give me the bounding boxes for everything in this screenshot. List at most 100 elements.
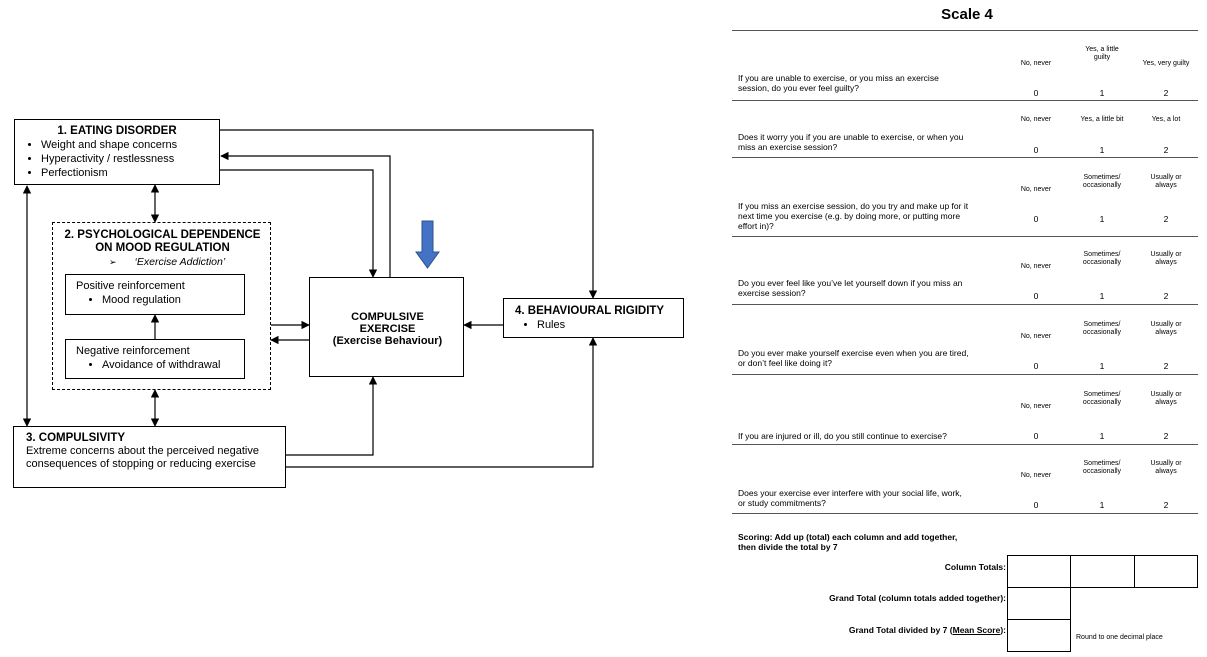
eating-disorder-item: Perfectionism	[41, 166, 215, 180]
question-line: If you miss an exercise session, do you …	[738, 201, 969, 211]
positive-reinforcement-label: Positive reinforcement	[76, 280, 185, 292]
mean-score-label-emphasis: Mean Score	[952, 625, 1001, 635]
option-line: No, never	[1020, 263, 1052, 270]
option-label: Sometimes/occasionally	[1070, 321, 1134, 337]
option-label: No, never	[1004, 116, 1068, 124]
option-label: Sometimes/occasionally	[1070, 174, 1134, 190]
scoring-line: Scoring: Add up (total) each column and …	[738, 532, 958, 542]
option-label: Yes, very guilty	[1134, 60, 1198, 68]
question-line: Does your exercise ever interfere with y…	[738, 488, 962, 498]
divider	[732, 444, 1198, 445]
question-line: Does it worry you if you are unable to e…	[738, 132, 964, 142]
mean-score-label-prefix: Grand Total divided by 7 (	[848, 625, 953, 635]
column-total-box[interactable]	[1134, 555, 1198, 588]
scale-title: Scale 4	[941, 6, 993, 23]
option-line: always	[1155, 182, 1177, 189]
score-value: 0	[1033, 291, 1039, 301]
option-label: No, never	[1004, 263, 1068, 271]
compulsive-exercise-box: COMPULSIVE EXERCISE (Exercise Behaviour)	[309, 277, 464, 377]
score-value: 2	[1163, 431, 1169, 441]
behavioural-rigidity-title: 4. BEHAVIOURAL RIGIDITY	[515, 305, 665, 317]
divider	[732, 236, 1198, 237]
score-value: 1	[1099, 361, 1105, 371]
score-value: 0	[1033, 88, 1039, 98]
option-line: Usually or	[1150, 391, 1182, 398]
mean-score-box[interactable]	[1007, 619, 1071, 652]
arrow-compulsivity-to-ce	[286, 376, 378, 456]
divider	[732, 513, 1198, 514]
option-label: No, never	[1004, 403, 1068, 411]
option-line: occasionally	[1082, 468, 1122, 475]
option-line: Yes, a lot	[1151, 116, 1181, 123]
question-line: effort in)?	[738, 221, 774, 231]
grand-total-box[interactable]	[1007, 587, 1071, 620]
option-line: No, never	[1020, 472, 1052, 479]
score-value: 1	[1099, 431, 1105, 441]
compulsive-exercise-diagram: 1. EATING DISORDER Weight and shape conc…	[0, 0, 700, 657]
divider	[732, 100, 1198, 101]
question-text: Do you ever make yourself exercise even …	[738, 348, 1003, 368]
question-line: Do you ever make yourself exercise even …	[738, 348, 969, 358]
divider	[732, 30, 1198, 31]
question-line: If you are injured or ill, do you still …	[738, 431, 947, 441]
question-line: next time you exercise (e.g. by doing mo…	[738, 211, 961, 221]
behavioural-rigidity-box: 4. BEHAVIOURAL RIGIDITY Rules	[503, 298, 684, 338]
arrow-ed-to-rigidity	[220, 129, 598, 299]
grand-total-label: Grand Total (column totals added togethe…	[829, 593, 1006, 603]
compulsive-exercise-line1: COMPULSIVE	[351, 311, 424, 323]
option-line: occasionally	[1082, 259, 1122, 266]
compulsivity-text-line1: Extreme concerns about the perceived neg…	[26, 445, 259, 457]
option-label: Yes, a lot	[1134, 116, 1198, 124]
mean-score-label-suffix: ):	[1000, 625, 1006, 635]
option-label: No, never	[1004, 333, 1068, 341]
column-total-box[interactable]	[1007, 555, 1071, 588]
option-label: Sometimes/occasionally	[1070, 391, 1134, 407]
round-note: Round to one decimal place	[1076, 634, 1163, 641]
question-text: If you miss an exercise session, do you …	[738, 201, 1003, 231]
eating-disorder-box: 1. EATING DISORDER Weight and shape conc…	[14, 119, 220, 185]
option-line: always	[1155, 329, 1177, 336]
compulsive-exercise-label: COMPULSIVE EXERCISE (Exercise Behaviour)	[310, 311, 465, 347]
option-label: No, never	[1004, 472, 1068, 480]
column-total-box[interactable]	[1070, 555, 1135, 588]
eating-disorder-item: Weight and shape concerns	[41, 138, 215, 152]
compulsivity-title: 3. COMPULSIVITY	[26, 432, 126, 444]
option-line: Sometimes/	[1083, 321, 1121, 328]
option-line: Sometimes/	[1083, 174, 1121, 181]
option-line: No, never	[1020, 60, 1052, 67]
option-line: Sometimes/	[1083, 391, 1121, 398]
question-text: If you are injured or ill, do you still …	[738, 431, 1003, 441]
question-line: miss an exercise session?	[738, 142, 838, 152]
scoring-instructions: Scoring: Add up (total) each column and …	[738, 532, 957, 552]
positive-reinforcement-item: Mood regulation	[102, 293, 244, 307]
exercise-addiction-line: ➢‘Exercise Addiction’	[109, 256, 225, 269]
option-line: No, never	[1020, 403, 1052, 410]
question-line: If you are unable to exercise, or you mi…	[738, 73, 939, 83]
compulsive-exercise-line2: EXERCISE	[359, 323, 416, 335]
option-label: Yes, a little bit	[1070, 116, 1134, 124]
arrow-ce-to-ed	[220, 151, 391, 277]
option-line: Yes, a little	[1085, 46, 1119, 53]
diagram-connectors	[22, 129, 598, 468]
option-label: No, never	[1004, 60, 1068, 68]
question-text: Does your exercise ever interfere with y…	[738, 488, 1003, 508]
option-line: always	[1155, 259, 1177, 266]
psych-dependence-box: 2. PSYCHOLOGICAL DEPENDENCE ON MOOD REGU…	[52, 222, 271, 390]
option-line: Usually or	[1150, 174, 1182, 181]
mean-score-label: Grand Total divided by 7 (Mean Score):	[849, 625, 1006, 635]
score-value: 2	[1163, 291, 1169, 301]
option-line: occasionally	[1082, 399, 1122, 406]
question-line: session, do you ever feel guilty?	[738, 83, 859, 93]
column-totals-label: Column Totals:	[944, 562, 1006, 572]
behavioural-rigidity-item: Rules	[537, 318, 683, 332]
compulsive-exercise-line3: (Exercise Behaviour)	[332, 335, 443, 347]
option-line: No, never	[1020, 186, 1052, 193]
negative-reinforcement-box: Negative reinforcement Avoidance of with…	[65, 339, 245, 379]
divider	[732, 304, 1198, 305]
option-line: Usually or	[1150, 251, 1182, 258]
option-line: guilty	[1093, 54, 1111, 61]
score-value: 1	[1099, 214, 1105, 224]
